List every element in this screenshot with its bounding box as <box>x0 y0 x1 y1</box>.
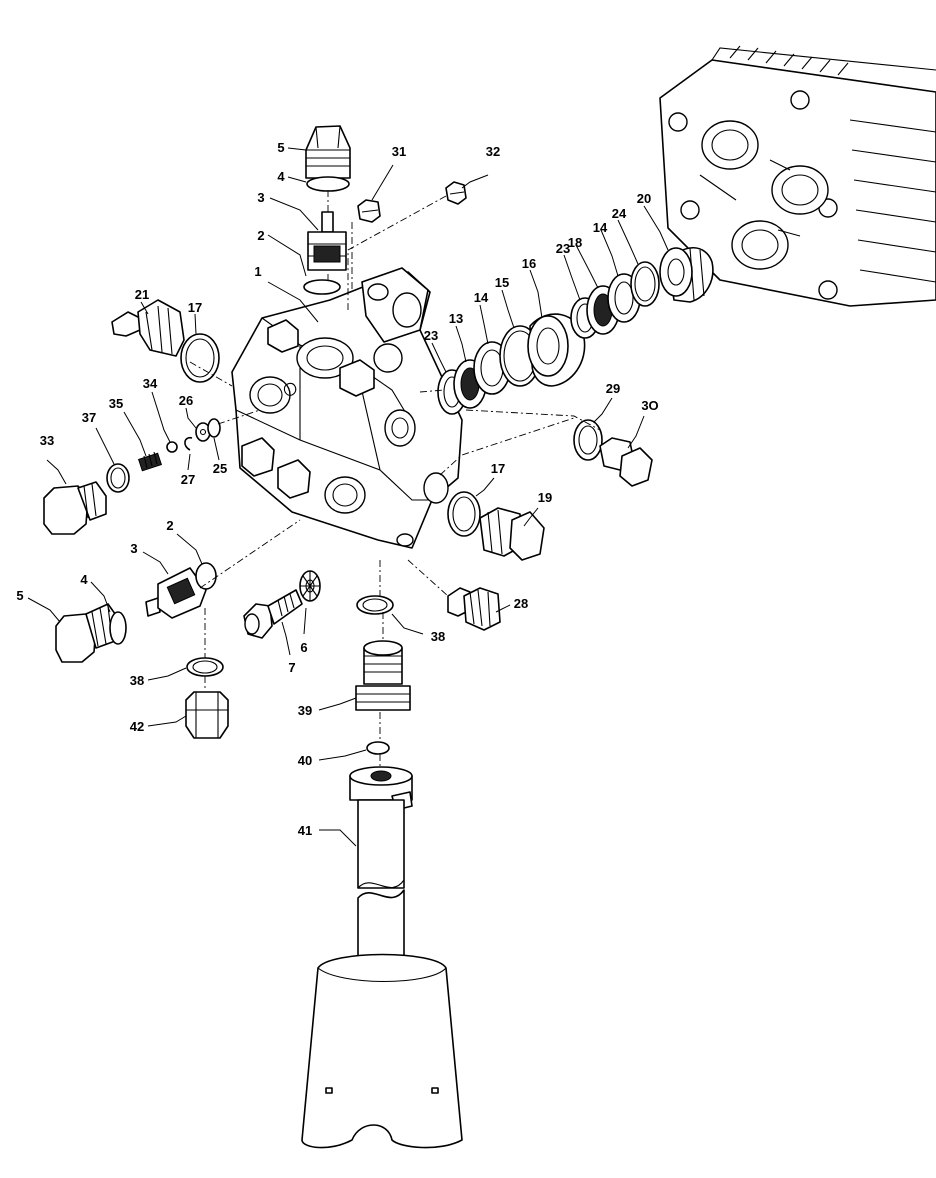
callout-34: 34 <box>143 376 158 391</box>
callout-33: 33 <box>40 433 54 448</box>
callout-38: 38 <box>431 629 445 644</box>
callout-1: 1 <box>254 264 261 279</box>
callout-23: 23 <box>556 241 570 256</box>
callout-28: 28 <box>514 596 528 611</box>
plug-19 <box>479 507 545 561</box>
assembly-centerlines <box>189 190 601 768</box>
callout-14: 14 <box>474 290 489 305</box>
plug-32 <box>445 181 467 205</box>
plug-30 <box>599 437 653 487</box>
callout-27: 27 <box>181 472 195 487</box>
leader-lines <box>27 147 669 847</box>
callout-13: 13 <box>449 311 463 326</box>
callout-31: 31 <box>392 144 406 159</box>
callout-17: 17 <box>491 461 505 476</box>
callout-14: 14 <box>593 220 608 235</box>
callout-39: 39 <box>298 703 312 718</box>
washer-6 <box>299 570 321 602</box>
callout-35: 35 <box>109 396 123 411</box>
adapter-39 <box>355 640 411 711</box>
plug-42 <box>185 691 229 739</box>
oring-40 <box>366 741 390 755</box>
oring-17-left <box>180 333 220 383</box>
pump-crankcase <box>659 45 936 307</box>
callout-7: 7 <box>288 660 295 675</box>
callout-40: 40 <box>298 753 312 768</box>
plug-33 <box>43 481 107 535</box>
callout-4: 4 <box>277 169 285 184</box>
lower-oring-4 <box>109 611 127 645</box>
callout-38: 38 <box>130 673 144 688</box>
fitting-28 <box>447 587 501 631</box>
callout-2: 2 <box>257 228 264 243</box>
head-16 <box>527 313 586 387</box>
lower-oring-2 <box>195 562 217 590</box>
callout-4: 4 <box>80 572 88 587</box>
callout-32: 32 <box>486 144 500 159</box>
callout-5: 5 <box>277 140 284 155</box>
lower-valve-plug <box>55 603 119 663</box>
callout-2: 2 <box>166 518 173 533</box>
callout-25: 25 <box>213 461 227 476</box>
callout-16: 16 <box>522 256 536 271</box>
oring-25 <box>207 418 221 438</box>
spring-35 <box>138 451 162 472</box>
top-valve-cartridge <box>307 211 347 271</box>
top-oring-2 <box>303 279 341 295</box>
callout-41: 41 <box>298 823 312 838</box>
callout-29: 29 <box>606 381 620 396</box>
callout-21: 21 <box>135 287 149 302</box>
lance-hose-41 <box>301 766 463 1149</box>
callout-30: 3O <box>641 398 658 413</box>
callout-15: 15 <box>495 275 509 290</box>
callout-37: 37 <box>82 410 96 425</box>
oring-29 <box>573 419 603 461</box>
plug-31 <box>357 199 381 223</box>
ball-34 <box>166 441 178 453</box>
callout-17: 17 <box>188 300 202 315</box>
oring-24 <box>630 261 660 307</box>
callout-18: 18 <box>568 235 582 250</box>
callout-24: 24 <box>612 206 627 221</box>
callout-42: 42 <box>130 719 144 734</box>
lower-valve-cartridge <box>145 567 207 619</box>
callout-3: 3 <box>130 541 137 556</box>
callout-20: 20 <box>637 191 651 206</box>
callout-23: 23 <box>424 328 438 343</box>
inlet-fitting-21 <box>111 299 185 357</box>
callout-5: 5 <box>16 588 23 603</box>
callout-19: 19 <box>538 490 552 505</box>
clip-27 <box>184 436 193 451</box>
top-valve-plug <box>305 125 351 179</box>
callout-26: 26 <box>179 393 193 408</box>
top-oring-4 <box>306 176 350 192</box>
callout-6: 6 <box>300 640 307 655</box>
callout-labels: 1 2 2 3 3 4 4 5 5 6 7 13 14 14 15 16 17 … <box>16 140 658 838</box>
callout-3: 3 <box>257 190 264 205</box>
retainer-20 <box>659 247 714 303</box>
screw-7 <box>243 589 303 639</box>
manifold-body <box>231 267 463 549</box>
